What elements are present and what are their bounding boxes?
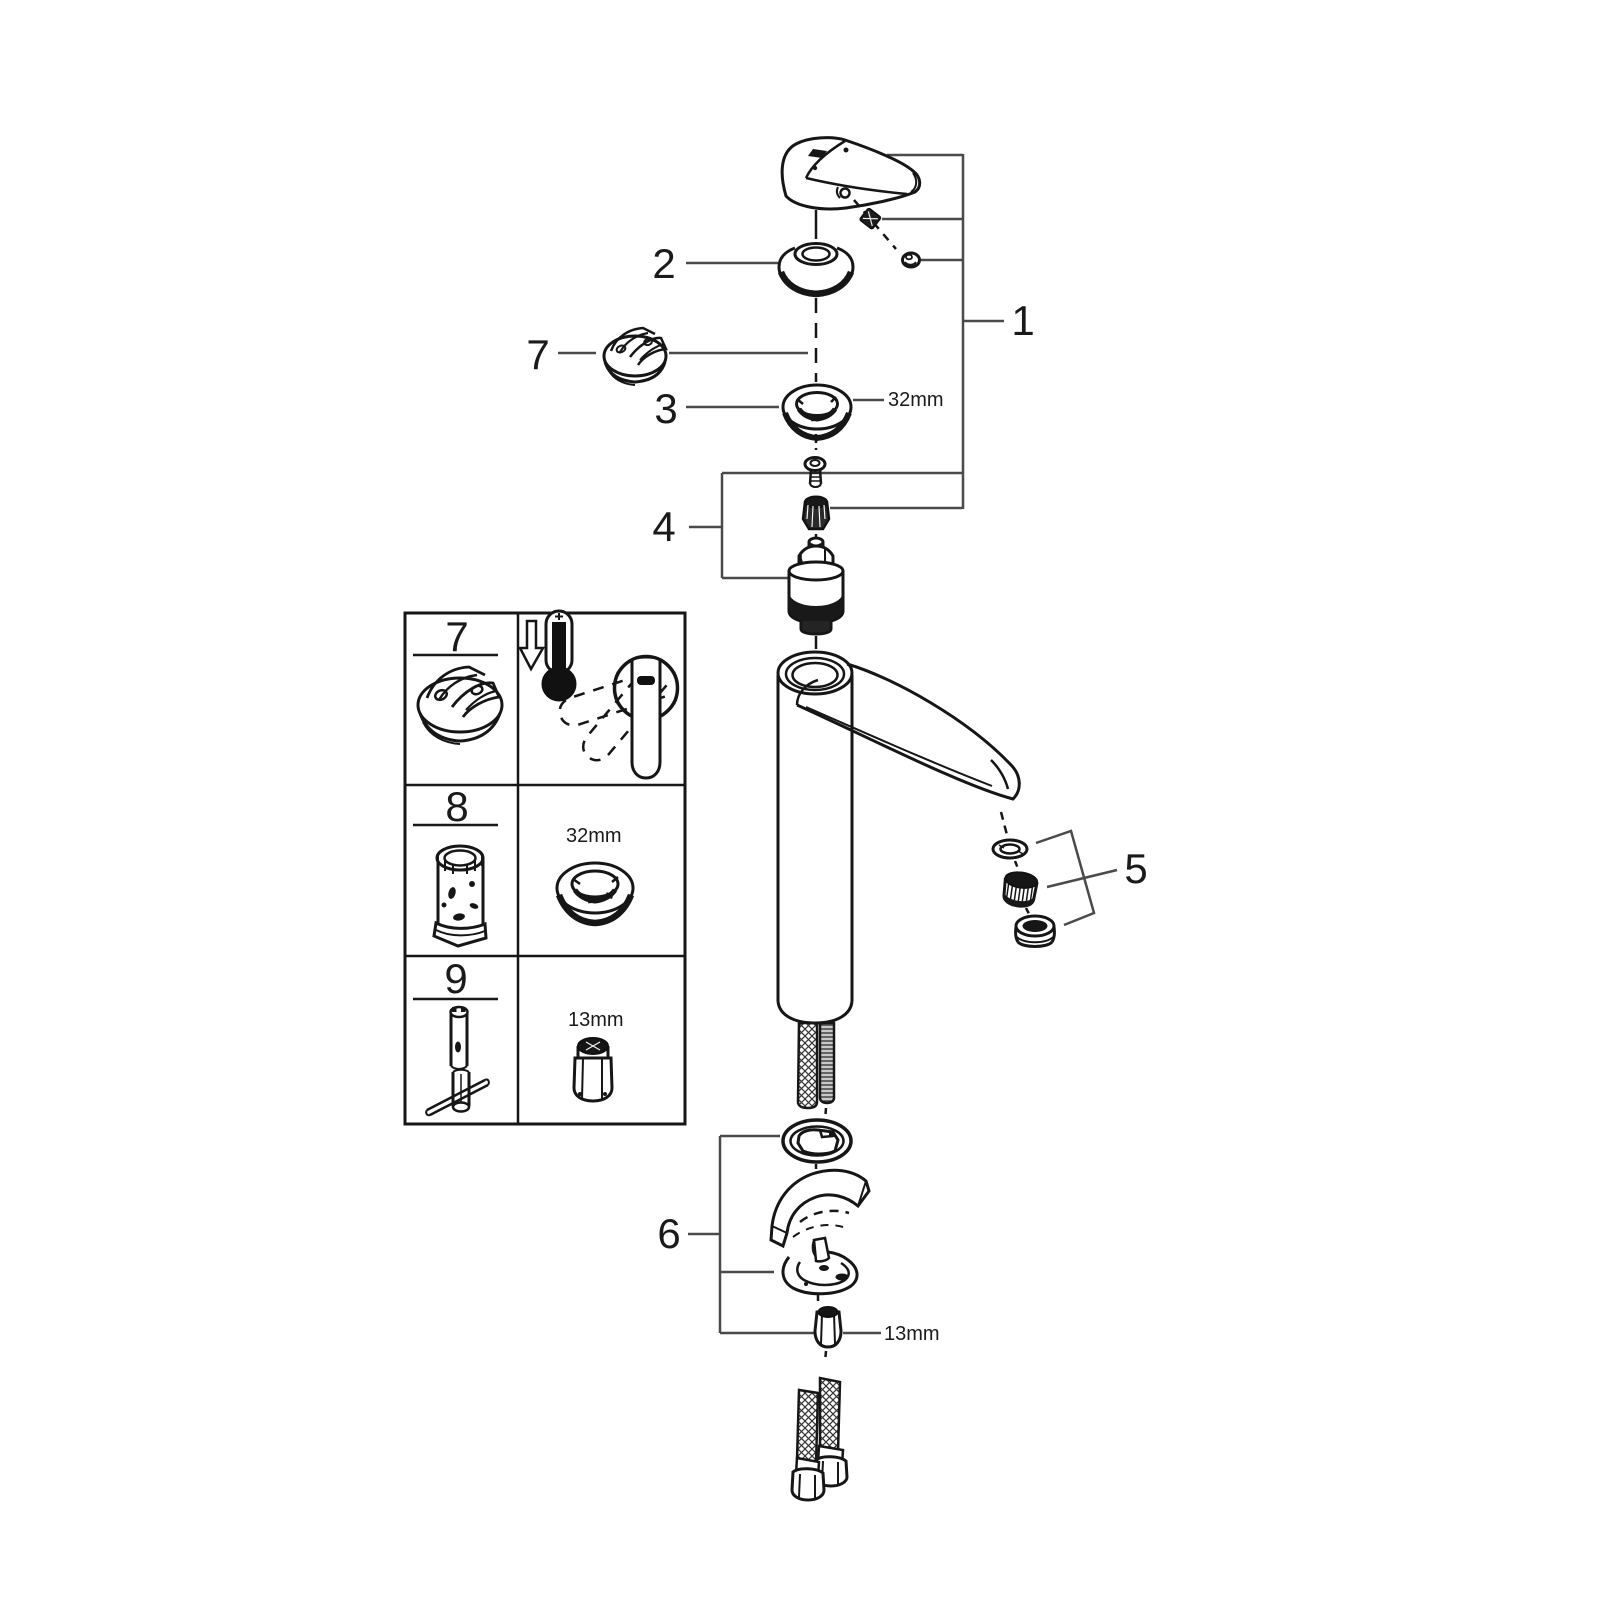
threaded-studs-drawing: [796, 1021, 836, 1110]
handle-front-icon: [558, 654, 680, 780]
socket-bit-icon: [572, 1037, 614, 1103]
screw-plug-drawing: [859, 207, 882, 230]
legend-number-underlines: [413, 653, 498, 1001]
mounting-ring-icon: [555, 861, 635, 927]
callout-6: 6: [657, 1210, 681, 1257]
legend-size-32mm: 32mm: [566, 825, 622, 847]
t-wrench-tool-icon: [425, 1005, 490, 1117]
down-arrow-icon: [517, 619, 546, 672]
legend-table-border: [403, 611, 687, 1126]
bracket-5: [1035, 829, 1096, 927]
handle-socket-detail: [839, 187, 851, 199]
handle-assembly-drawing: [780, 136, 922, 250]
callout-1: 1: [1011, 297, 1035, 344]
mounting-clamp-drawing: [781, 1236, 859, 1296]
cold-temperature-handle-icon: [517, 609, 680, 780]
callout-4: 4: [652, 503, 676, 550]
legend-size-13mm: 13mm: [568, 1009, 624, 1031]
callout-2: 2: [652, 240, 676, 287]
socket-sleeve-tool-icon: [432, 844, 488, 948]
handle-slot-mark: [808, 149, 827, 158]
legend-row-7-number: 7: [445, 613, 469, 660]
size-label-13mm: 13mm: [884, 1323, 940, 1345]
callout-7: 7: [526, 331, 550, 378]
handle-screw-drawing: [901, 251, 921, 269]
aerator-washer-drawing: [991, 838, 1029, 860]
retainer-dome-drawing: [602, 326, 668, 386]
aerator-insert-drawing: [1002, 871, 1039, 908]
base-gasket-drawing: [781, 1118, 853, 1164]
mounting-ring-32mm-drawing: [781, 383, 853, 442]
handle-screw-set-drawing: [859, 207, 921, 269]
cartridge-screw-drawing: [803, 456, 827, 488]
size-label-32mm: 32mm: [888, 389, 944, 411]
cartridge-drawing: [787, 536, 845, 636]
aerator-housing-drawing: [1014, 914, 1056, 948]
callout-lines: [558, 153, 1118, 1335]
callout-5: 5: [1124, 845, 1148, 892]
callout-3: 3: [654, 385, 678, 432]
supply-hoses-drawing: [790, 1376, 849, 1502]
retainer-dome-icon: [416, 665, 504, 745]
escutcheon-cap-drawing: [777, 242, 855, 298]
legend-table-row-dividers: [405, 783, 685, 958]
callout-5-stub: [1046, 868, 1118, 889]
mounting-nut-13mm-drawing: [813, 1306, 843, 1349]
thermometer-icon: [541, 609, 577, 702]
legend-table: [403, 611, 687, 1126]
legend-row-8-number: 8: [445, 783, 469, 830]
legend-row-9-number: 9: [444, 955, 468, 1002]
faucet-body-spout-drawing: [776, 650, 1021, 1025]
cartridge-cap-drawing: [801, 495, 831, 531]
mounting-wedge-drawing: [769, 1168, 871, 1249]
